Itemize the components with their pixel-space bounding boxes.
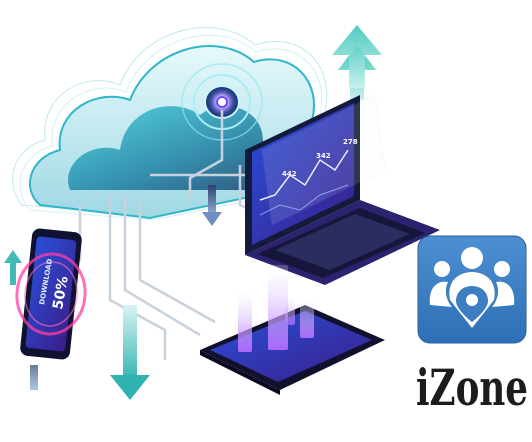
tablet [200,305,385,395]
phone-download-percent: 50% [50,275,72,311]
brand-logo: iZone [416,235,528,417]
laptop-value-4: 420 [370,122,385,130]
phone [15,228,87,360]
laptop-chart-panel [261,94,386,226]
hologram-bars [238,265,314,352]
laptop-value-3: 278 [343,138,358,146]
upload-arrow-icon [4,250,22,285]
upload-arrow-icon [332,25,382,100]
laptop-value-2: 342 [316,152,331,160]
brand-wordmark: iZone [416,358,528,417]
download-arrow-icon [202,185,222,226]
download-arrow-icon [30,365,38,390]
download-arrow-icon [110,305,150,400]
map-pin-icon [456,286,488,322]
laptop [245,95,440,285]
laptop-value-1: 442 [282,170,297,178]
